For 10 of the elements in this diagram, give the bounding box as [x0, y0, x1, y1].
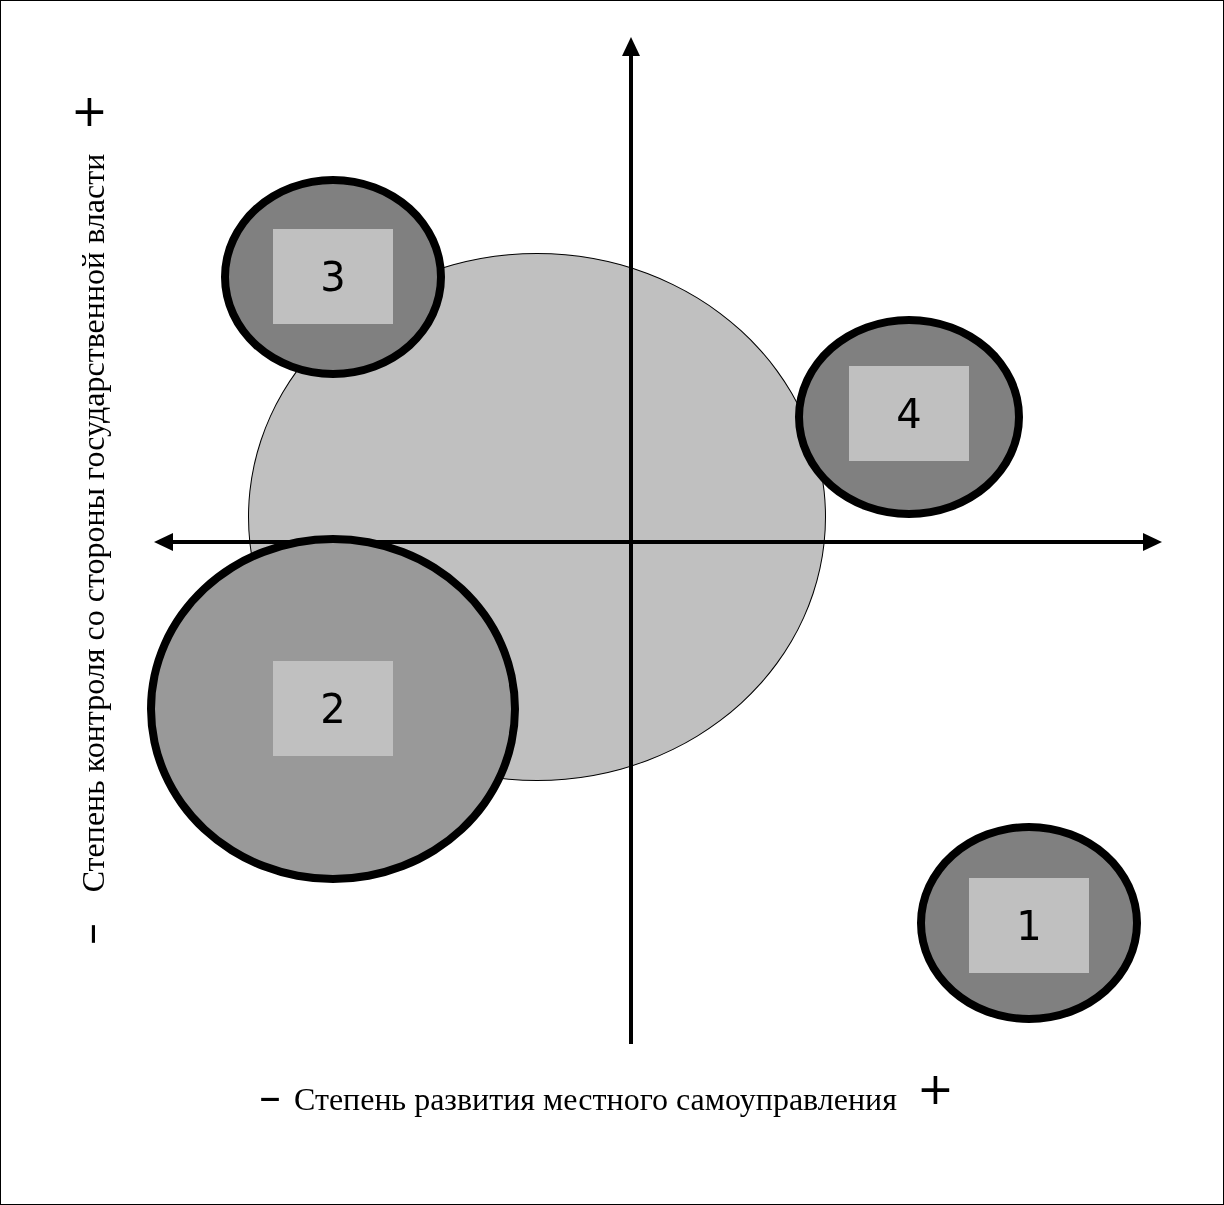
plus-sign: +	[71, 89, 108, 133]
minus-sign: –	[69, 923, 113, 945]
number-label: 2	[273, 661, 393, 756]
axis-title: Степень развития местного самоуправления	[294, 1083, 897, 1115]
minus-sign: –	[259, 1075, 281, 1119]
number-label: 3	[273, 229, 393, 324]
number-label: 1	[969, 878, 1089, 973]
number-label: 4	[849, 366, 969, 461]
axis-title: Степень контроля со стороны государственной власти	[77, 153, 109, 893]
plus-sign: +	[917, 1067, 954, 1111]
